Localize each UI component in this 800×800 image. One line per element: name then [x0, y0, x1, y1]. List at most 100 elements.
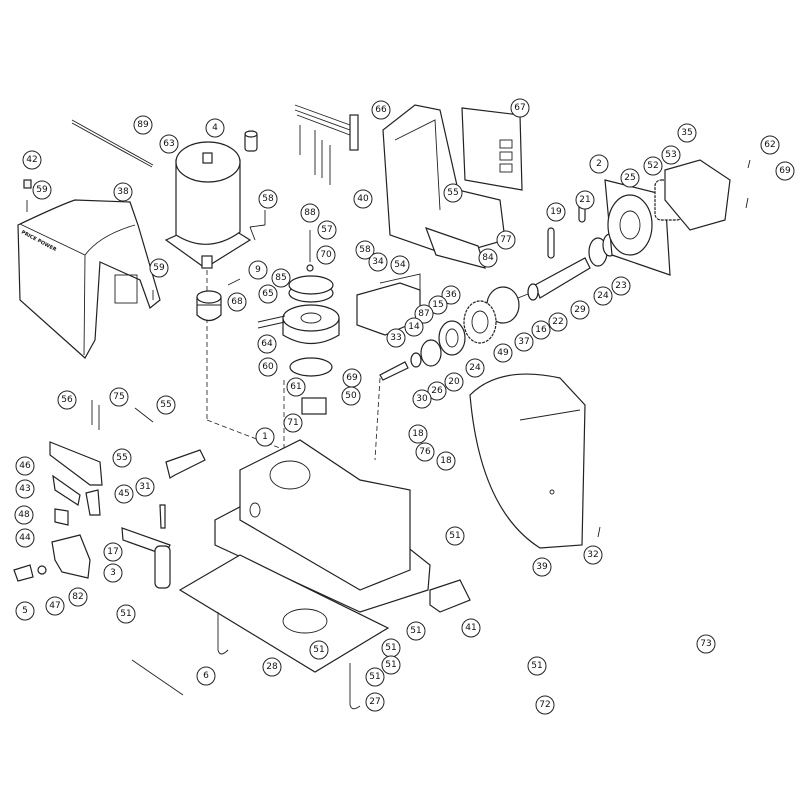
part-callout-20: 20 — [444, 372, 464, 392]
callout-circle — [355, 240, 375, 260]
callout-circle — [583, 545, 603, 565]
part-callout-88: 88 — [300, 203, 320, 223]
callout-number: 52 — [647, 161, 658, 171]
callout-number: 47 — [49, 601, 60, 611]
release-lever-part — [49, 441, 103, 486]
part-callout-40: 40 — [353, 189, 373, 209]
part-callout-47: 47 — [45, 596, 65, 616]
callout-circle — [116, 604, 136, 624]
callout-circle — [109, 387, 129, 407]
part-callout-76: 76 — [415, 442, 435, 462]
callout-circle — [22, 150, 42, 170]
part-callout-75: 75 — [109, 387, 129, 407]
part-callout-73: 73 — [696, 634, 716, 654]
callout-circle — [444, 372, 464, 392]
callout-circle — [32, 180, 52, 200]
part-callout-22: 22 — [548, 312, 568, 332]
callout-circle — [548, 312, 568, 332]
housing-cover-part — [469, 373, 586, 549]
part-callout-18: 18 — [436, 451, 456, 471]
callout-number: 42 — [26, 155, 37, 165]
callout-number: 61 — [290, 382, 301, 392]
callout-circle — [14, 505, 34, 525]
part-callout-72: 72 — [535, 695, 555, 715]
part-callout-55: 55 — [156, 395, 176, 415]
part-callout-45: 45 — [114, 484, 134, 504]
callout-number: 38 — [117, 187, 129, 197]
callout-number: 51 — [449, 531, 460, 541]
part-callout-2: 2 — [589, 154, 609, 174]
callout-circle — [309, 640, 329, 660]
cable-tie-part — [71, 119, 154, 168]
callout-number: 72 — [539, 700, 550, 710]
callout-number: 82 — [72, 592, 83, 602]
part-callout-60: 60 — [258, 357, 278, 377]
callout-circle — [406, 621, 426, 641]
callout-number: 21 — [579, 195, 590, 205]
callout-circle — [415, 442, 435, 462]
part-callout-38: 38 — [113, 182, 133, 202]
callout-number: 87 — [418, 309, 429, 319]
callout-circle — [643, 156, 663, 176]
callout-number: 23 — [615, 281, 626, 291]
callout-circle — [196, 666, 216, 686]
part-callout-70: 70 — [316, 245, 336, 265]
part-callout-16: 16 — [531, 320, 551, 340]
part-callout-24: 24 — [593, 286, 613, 306]
part-callout-26: 26 — [427, 381, 447, 401]
part-callout-18: 18 — [408, 424, 428, 444]
part-callout-53: 53 — [661, 145, 681, 165]
callout-number: 22 — [552, 317, 563, 327]
part-callout-63: 63 — [159, 134, 179, 154]
callout-number: 51 — [120, 609, 131, 619]
callout-circle — [760, 135, 780, 155]
part-callout-51: 51 — [381, 638, 401, 658]
part-callout-68: 68 — [227, 292, 247, 312]
callout-number: 19 — [550, 207, 562, 217]
part-callout-48: 48 — [14, 505, 34, 525]
part-callout-29: 29 — [570, 300, 590, 320]
callout-circle — [427, 381, 447, 401]
callout-number: 27 — [369, 697, 380, 707]
callout-number: 17 — [107, 547, 118, 557]
callout-number: 54 — [394, 260, 406, 270]
callout-number: 51 — [410, 626, 421, 636]
callout-number: 25 — [624, 173, 635, 183]
callout-circle — [365, 667, 385, 687]
callout-number: 24 — [597, 291, 609, 301]
callout-number: 53 — [665, 150, 676, 160]
callout-circle — [317, 220, 337, 240]
control-unit-part — [382, 104, 506, 269]
part-callout-30: 30 — [412, 389, 432, 409]
part-callout-17: 17 — [103, 542, 123, 562]
part-callout-52: 52 — [643, 156, 663, 176]
callout-number: 37 — [518, 337, 529, 347]
callout-circle — [316, 245, 336, 265]
part-callout-87: 87 — [414, 304, 434, 324]
part-callout-34: 34 — [368, 252, 388, 272]
callout-circle — [381, 655, 401, 675]
callout-number: 45 — [118, 489, 129, 499]
callout-number: 59 — [36, 185, 48, 195]
callout-circle — [593, 286, 613, 306]
part-callout-4: 4 — [205, 118, 225, 138]
part-callout-14: 14 — [404, 317, 424, 337]
pulley-part — [196, 290, 222, 322]
callout-circle — [15, 601, 35, 621]
part-callout-85: 85 — [271, 268, 291, 288]
callout-number: 26 — [431, 386, 443, 396]
callout-number: 55 — [116, 453, 127, 463]
part-callout-51: 51 — [365, 667, 385, 687]
callout-number: 65 — [262, 289, 273, 299]
callout-number: 55 — [160, 400, 171, 410]
part-callout-35: 35 — [677, 123, 697, 143]
part-callout-89: 89 — [133, 115, 153, 135]
base-plate-part — [178, 554, 390, 673]
callout-circle — [283, 413, 303, 433]
callout-circle — [531, 320, 551, 340]
part-callout-31: 31 — [135, 477, 155, 497]
callout-number: 89 — [137, 120, 149, 130]
bushing-part — [244, 130, 258, 152]
